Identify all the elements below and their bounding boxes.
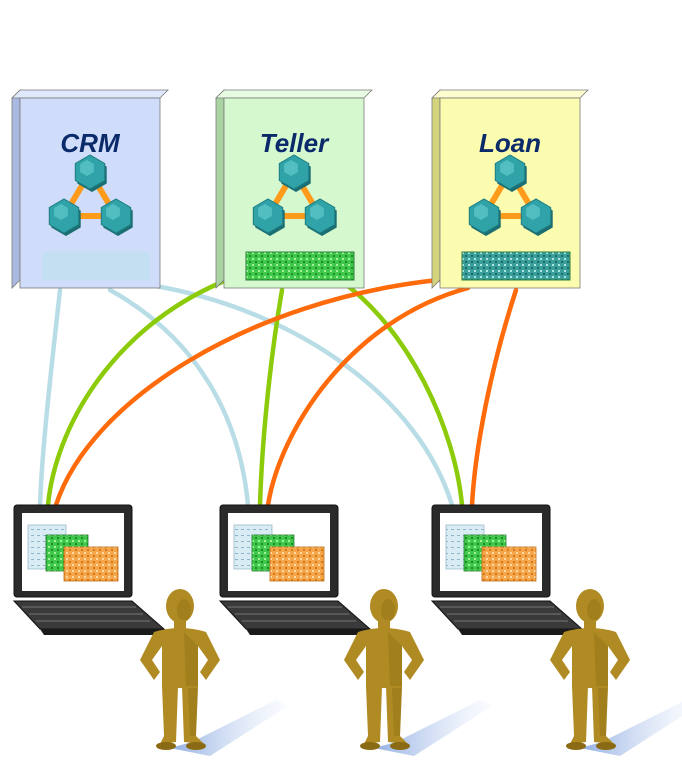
laptop-icon: [218, 504, 372, 635]
component-node-icon: [252, 198, 285, 236]
person-icon-2: [344, 589, 492, 756]
component-node-icon: [468, 198, 501, 236]
app-server-crm: CRM: [11, 89, 169, 289]
app-title-loan: Loan: [479, 128, 541, 158]
loan-link-2: [265, 285, 471, 508]
crm-link-2: [107, 287, 251, 508]
teller-link-3: [337, 277, 465, 508]
loan-link-3: [469, 287, 519, 508]
user-workstations: [12, 504, 584, 635]
app-data-panel-loan: [461, 251, 571, 281]
component-node-icon: [100, 198, 133, 236]
loan-window: [481, 546, 537, 582]
component-links-loan: [481, 169, 539, 219]
laptop-icon: [430, 504, 584, 635]
app-data-panel-crm: [42, 252, 150, 280]
component-node-icon: [520, 198, 553, 236]
loan-window: [269, 546, 325, 582]
crm-link-3: [147, 282, 455, 508]
person-icon-3: [550, 589, 682, 756]
connection-lines: [37, 277, 519, 508]
crm-link-1: [37, 287, 63, 508]
loan-link-1: [53, 277, 441, 508]
laptop-icon: [12, 504, 166, 635]
app-title-crm: CRM: [60, 128, 121, 158]
app-data-panel-teller: [245, 251, 355, 281]
component-node-icon: [48, 198, 81, 236]
users-group: [140, 589, 682, 756]
component-links-crm: [61, 169, 119, 219]
app-title-teller: Teller: [260, 128, 330, 158]
component-node-icon: [494, 154, 527, 192]
application-servers: CRM Teller Loan: [11, 89, 589, 289]
component-node-icon: [74, 154, 107, 192]
app-server-teller: Teller: [215, 89, 373, 289]
component-node-icon: [278, 154, 311, 192]
person-icon-1: [140, 589, 288, 756]
loan-window: [63, 546, 119, 582]
app-server-loan: Loan: [431, 89, 589, 289]
teller-link-1: [45, 279, 225, 508]
component-links-teller: [265, 169, 323, 219]
component-node-icon: [304, 198, 337, 236]
